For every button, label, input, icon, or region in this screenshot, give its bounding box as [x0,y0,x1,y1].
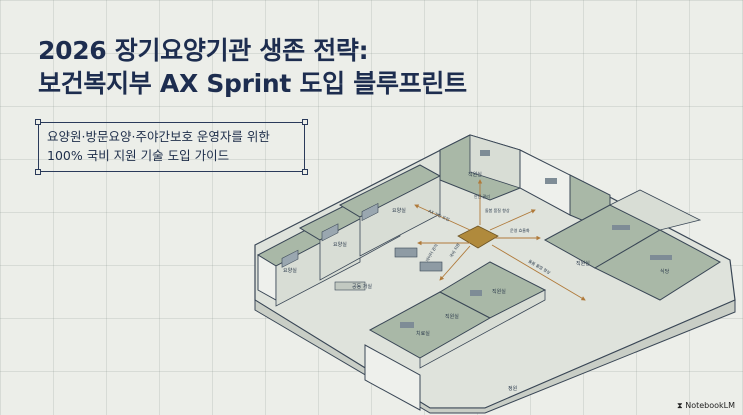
subtitle-line-1: 요양원·방문요양·주야간보호 운영자를 위한 [47,129,270,144]
lounge-furniture [334,247,443,291]
corner-handle [302,169,308,175]
room-label-staff-3: 직원실 [492,288,506,295]
flow-arrows [414,179,586,301]
arrow-label-safety: 안전 관리 [474,193,490,199]
corner-handle [35,169,41,175]
title-line-1: 2026 장기요양기관 생존 전략: [38,36,369,65]
arrow-label-care: 돌봄 품질 향상 [485,207,510,213]
page-title: 2026 장기요양기관 생존 전략: 보건복지부 AX Sprint 도입 블루… [38,34,467,100]
room-label-staff-2: 직원실 [576,260,590,267]
notebooklm-logo-icon: ⧗ [677,401,683,410]
center-hub-marker [457,225,499,249]
back-wing [439,134,611,233]
corner-handle [302,119,308,125]
front-wing [364,261,547,411]
title-line-2: 보건복지부 AX Sprint 도입 블루프린트 [38,69,467,98]
room-label-treatment: 치료실 [416,330,430,337]
brand-name: NotebookLM [685,401,735,410]
room-label-staff-1: 직원실 [468,171,482,178]
notebooklm-brand: ⧗ NotebookLM [677,401,735,411]
subtitle-box: 요양원·방문요양·주야간보호 운영자를 위한 100% 국비 지원 기술 도입 … [35,119,308,175]
corner-handle [35,119,41,125]
right-wing [543,189,721,301]
arrow-label-manage: 운영 효율화 [510,227,530,233]
room-label-lounge: 공동 거실 [352,283,372,290]
room-label-staff-4: 직원실 [445,313,459,320]
room-label-dining: 식당 [660,268,670,275]
room-label-garden: 정원 [508,385,518,392]
room-label-yoyang-3: 요양실 [392,207,406,214]
subtitle-line-2: 100% 국비 지원 기술 도입 가이드 [47,148,230,163]
left-wing [256,164,442,307]
room-label-yoyang-1: 요양실 [283,267,297,274]
room-label-yoyang-2: 요양실 [333,241,347,248]
